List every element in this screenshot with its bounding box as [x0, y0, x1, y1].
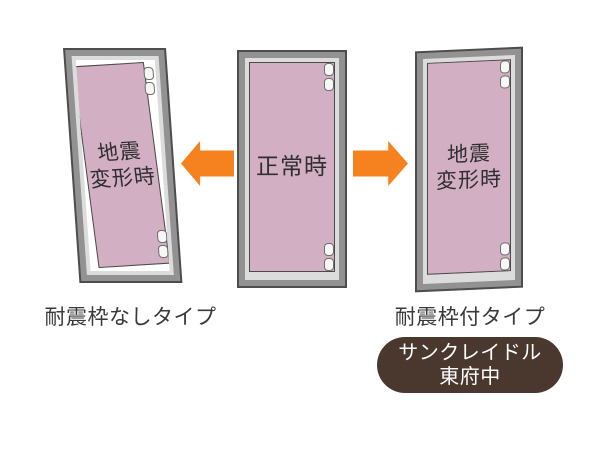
door-label-right-line2: 変形時 — [436, 166, 502, 194]
hinge-group-bottom — [500, 242, 510, 271]
door-assembly-quake-frame: 地震 変形時 — [415, 46, 523, 293]
door-frame-mid: 地震 変形時 — [65, 50, 181, 281]
door-frame-mid: 地震 変形時 — [417, 48, 521, 291]
door-panel-center: 正常時 — [249, 62, 335, 272]
door-frame-outer: 正常時 — [237, 50, 347, 288]
door-frame-inner: 地震 変形時 — [423, 54, 515, 285]
door-label-center-line1: 正常時 — [256, 153, 328, 180]
arrow-right-icon — [353, 141, 408, 186]
door-frame-outer: 地震 変形時 — [63, 48, 183, 283]
hinge-icon — [500, 60, 510, 74]
hinge-icon — [500, 75, 510, 89]
hinge-icon — [144, 82, 156, 95]
brand-badge-line2: 東府中 — [439, 364, 501, 388]
hinge-group-top — [143, 67, 156, 95]
door-frame-inner: 地震 変形時 — [71, 56, 174, 275]
door-frame-outer: 地震 変形時 — [415, 46, 523, 293]
caption-quake-frame: 耐震枠付タイプ — [394, 305, 546, 329]
door-label-right: 地震 変形時 — [436, 139, 502, 194]
brand-badge-line1: サンクレイドル — [398, 340, 542, 365]
arrow-left-icon — [181, 141, 234, 186]
brand-badge: サンクレイドル 東府中 — [377, 337, 563, 393]
door-opening-gap: 地震 変形時 — [75, 60, 170, 271]
hinge-icon — [157, 245, 169, 258]
hinge-icon — [500, 257, 510, 271]
door-label-left-line1: 地震 — [96, 138, 143, 166]
hinge-group-top — [324, 63, 334, 91]
hinge-icon — [324, 78, 334, 91]
door-label-left-line2: 変形時 — [88, 163, 158, 192]
hinge-icon — [143, 67, 155, 80]
door-opening: 地震 変形時 — [427, 59, 511, 275]
hinge-icon — [324, 258, 334, 271]
door-panel-left: 地震 変形時 — [75, 61, 170, 269]
door-label-right-line1: 地震 — [447, 140, 491, 167]
door-assembly-no-quake-frame: 地震 変形時 — [63, 48, 183, 283]
hinge-icon — [500, 242, 510, 256]
door-label-left: 地震 変形時 — [85, 137, 158, 193]
door-frame-mid: 正常時 — [239, 52, 345, 286]
hinge-group-bottom — [324, 243, 334, 271]
door-assembly-normal: 正常時 — [237, 50, 347, 288]
door-label-center: 正常時 — [256, 153, 328, 182]
door-panel-right: 地震 変形時 — [427, 59, 511, 275]
door-frame-inner: 正常時 — [245, 58, 339, 280]
door-opening: 正常時 — [249, 62, 335, 272]
hinge-icon — [324, 243, 334, 256]
hinge-icon — [156, 230, 168, 243]
caption-no-quake-frame: 耐震枠なしタイプ — [44, 305, 217, 329]
hinge-group-top — [500, 60, 510, 89]
hinge-group-bottom — [156, 230, 169, 258]
hinge-icon — [324, 63, 334, 76]
